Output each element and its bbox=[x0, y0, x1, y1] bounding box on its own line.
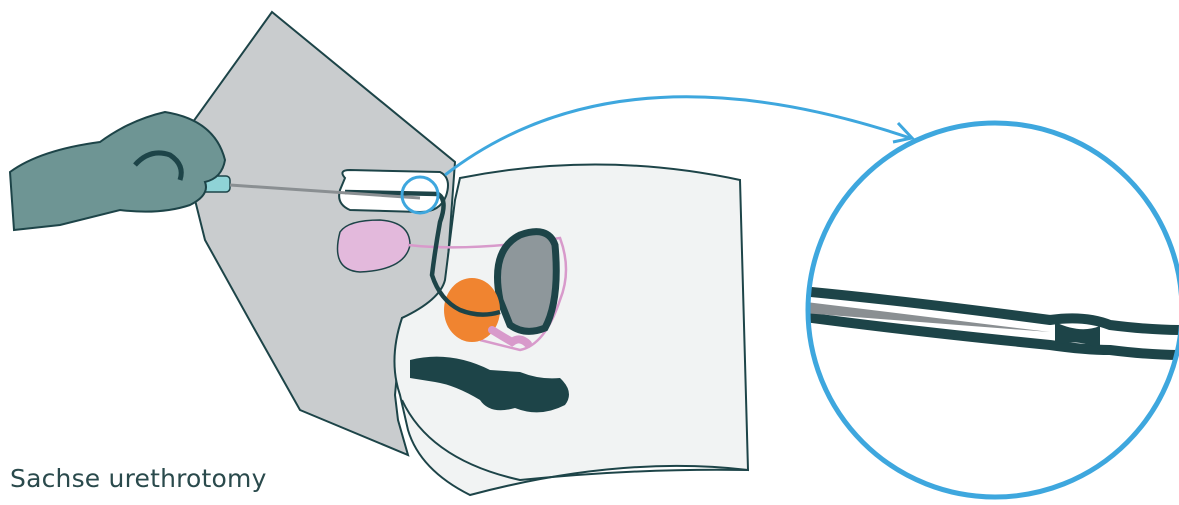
figure-caption: Sachse urethrotomy bbox=[10, 464, 267, 493]
gloved-hand-icon bbox=[10, 112, 225, 230]
zoom-view bbox=[790, 123, 1179, 497]
callout-arrow bbox=[445, 97, 910, 175]
bladder bbox=[498, 232, 557, 332]
